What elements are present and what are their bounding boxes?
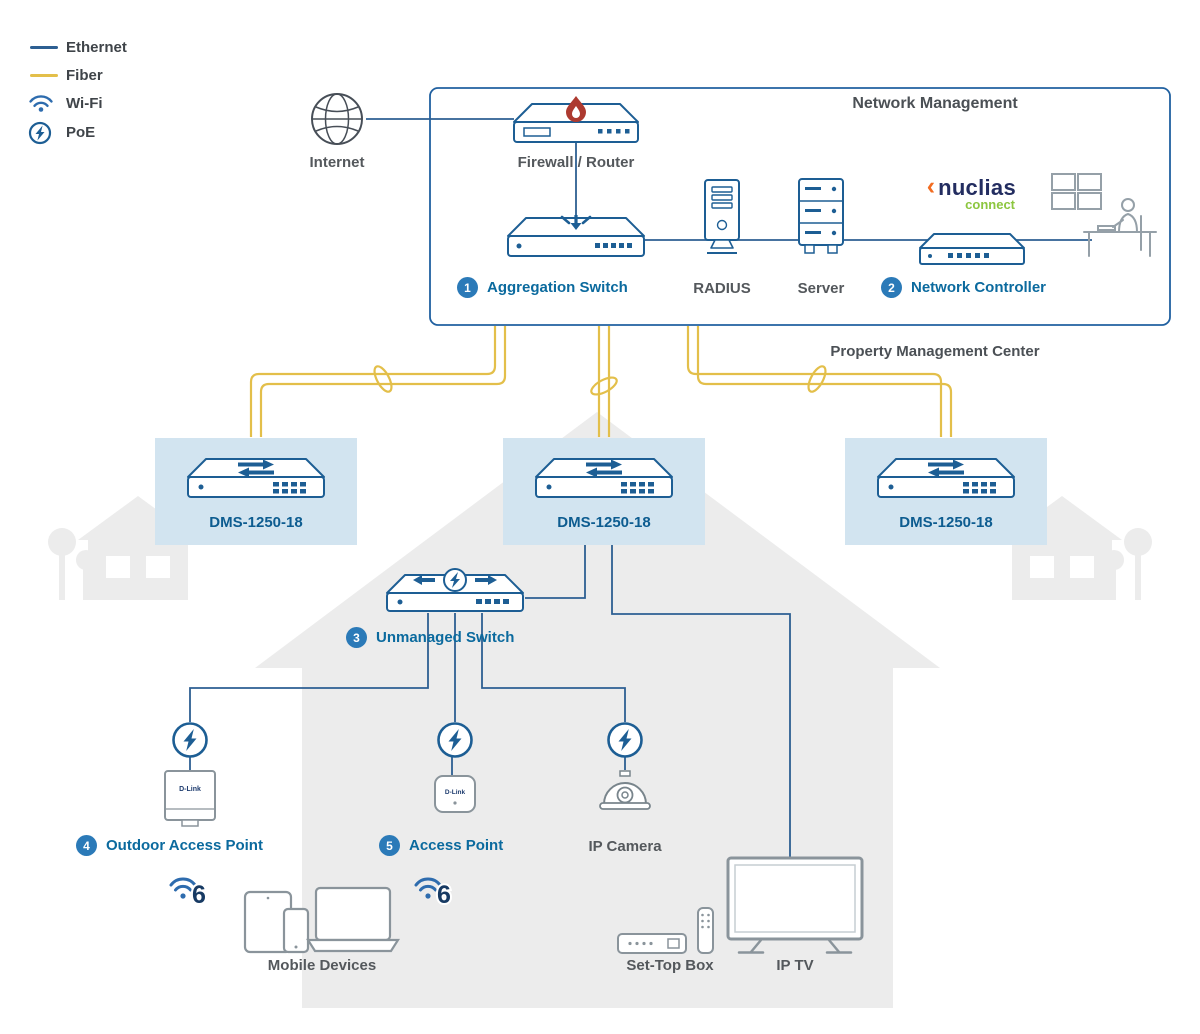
dms-switch-device-3 bbox=[871, 455, 1021, 501]
dlink-logo-text: D-Link bbox=[445, 789, 466, 796]
radius-server-device bbox=[700, 178, 744, 260]
nuclias-connect-logo: ‹ nuclias connect bbox=[912, 171, 1016, 212]
set-top-box-label: Set-Top Box bbox=[626, 957, 714, 974]
legend-ethernet-label: Ethernet bbox=[66, 39, 127, 56]
legend-wifi-label: Wi-Fi bbox=[66, 95, 103, 112]
poe-injector-icon bbox=[605, 720, 645, 760]
property-management-center-label: Property Management Center bbox=[830, 343, 1040, 360]
outdoor-access-point-device: D-Link bbox=[160, 768, 220, 830]
tree-silhouette bbox=[48, 528, 76, 556]
aggregation-arrows-icon bbox=[560, 215, 592, 230]
nuclias-brand: nuclias bbox=[938, 175, 1016, 200]
poe-icon bbox=[28, 121, 52, 145]
wifi6-badge-icon: 6 bbox=[413, 872, 459, 908]
legend-fiber-label: Fiber bbox=[66, 67, 103, 84]
poe-injector-icon bbox=[435, 720, 475, 760]
internet-globe-icon bbox=[308, 90, 366, 148]
set-top-box-device bbox=[616, 906, 720, 962]
aggregation-switch-label-row: 1 Aggregation Switch bbox=[457, 277, 628, 298]
unmanaged-switch-label-row: 3 Unmanaged Switch bbox=[346, 627, 514, 648]
tree-trunk bbox=[1111, 566, 1116, 600]
mobile-devices-label: Mobile Devices bbox=[267, 957, 377, 974]
dms-switch-device-1 bbox=[181, 455, 331, 501]
dms-switch-label-3: DMS-1250-18 bbox=[899, 514, 993, 531]
mobile-devices-icon bbox=[242, 878, 402, 956]
tree-trunk bbox=[59, 550, 65, 600]
link-dms2-iptv bbox=[611, 545, 791, 858]
firewall-label: Firewall / Router bbox=[517, 154, 635, 171]
operator-workstation-icon bbox=[1048, 172, 1160, 260]
right-house-body bbox=[1012, 540, 1112, 600]
poe-injector-icon bbox=[170, 720, 210, 760]
dms-switch-label-2: DMS-1250-18 bbox=[557, 514, 651, 531]
dlink-logo-text: D-Link bbox=[179, 786, 201, 793]
network-management-box bbox=[429, 87, 1171, 326]
server-label: Server bbox=[797, 280, 845, 297]
firewall-router-device bbox=[506, 96, 646, 146]
unmanaged-switch-label: Unmanaged Switch bbox=[376, 629, 515, 646]
house-windows bbox=[106, 556, 1094, 578]
outdoor-ap-label-row: 4 Outdoor Access Point bbox=[76, 835, 263, 856]
fiber-links bbox=[249, 326, 953, 437]
nuclias-connect: connect bbox=[965, 197, 1015, 212]
access-point-label-row: 5 Access Point bbox=[379, 835, 503, 856]
link-unmanaged-camera bbox=[481, 613, 626, 722]
radius-label: RADIUS bbox=[693, 280, 751, 297]
legend-poe-label: PoE bbox=[66, 124, 96, 141]
link-unmanaged-outdoorap bbox=[189, 613, 429, 722]
fiber-loop bbox=[373, 365, 393, 393]
dms-switch-device-2 bbox=[529, 455, 679, 501]
wifi6-number: 6 bbox=[437, 881, 451, 908]
aggregation-switch-label: Aggregation Switch bbox=[487, 279, 628, 296]
ethernet-line-sample bbox=[30, 46, 58, 49]
fiber-loop bbox=[590, 376, 618, 396]
aggregation-switch-device bbox=[501, 210, 651, 262]
unmanaged-switch-device bbox=[380, 565, 530, 615]
tree-silhouette bbox=[1104, 550, 1124, 570]
step-badge-2: 2 bbox=[881, 277, 902, 298]
switch-arrows-icon bbox=[238, 459, 274, 478]
step-badge-4: 4 bbox=[76, 835, 97, 856]
network-management-title: Network Management bbox=[852, 95, 1018, 112]
tree-trunk bbox=[1135, 550, 1141, 600]
access-point-device: D-Link bbox=[431, 772, 479, 818]
wifi6-badge-icon: 6 bbox=[168, 872, 214, 908]
access-point-label: Access Point bbox=[409, 837, 504, 854]
tree-silhouette bbox=[1124, 528, 1152, 556]
ip-camera-label: IP Camera bbox=[588, 838, 662, 855]
dms-switch-label-1: DMS-1250-18 bbox=[209, 514, 303, 531]
tree-trunk bbox=[83, 566, 88, 600]
nuclias-chevron-icon: ‹ bbox=[926, 171, 936, 200]
network-controller-device bbox=[912, 226, 1032, 270]
wifi-icon bbox=[28, 93, 54, 114]
step-badge-3: 3 bbox=[346, 627, 367, 648]
outdoor-ap-label: Outdoor Access Point bbox=[106, 837, 263, 854]
ip-tv-device bbox=[725, 855, 865, 957]
switch-arrows-icon bbox=[586, 459, 622, 478]
fiber-line-sample bbox=[30, 74, 58, 77]
tree-silhouette bbox=[76, 550, 96, 570]
ip-camera-device bbox=[597, 770, 653, 816]
switch-arrows-icon bbox=[928, 459, 964, 478]
network-controller-label: Network Controller bbox=[911, 279, 1047, 296]
wifi6-number: 6 bbox=[192, 881, 206, 908]
fiber-loop bbox=[807, 365, 827, 393]
internet-label: Internet bbox=[309, 154, 365, 171]
step-badge-1: 1 bbox=[457, 277, 478, 298]
step-badge-5: 5 bbox=[379, 835, 400, 856]
left-house-body bbox=[88, 540, 188, 600]
ip-tv-label: IP TV bbox=[776, 957, 814, 974]
link-dms2-unmanaged bbox=[525, 545, 586, 599]
server-device bbox=[793, 177, 849, 261]
network-controller-label-row: 2 Network Controller bbox=[881, 277, 1046, 298]
